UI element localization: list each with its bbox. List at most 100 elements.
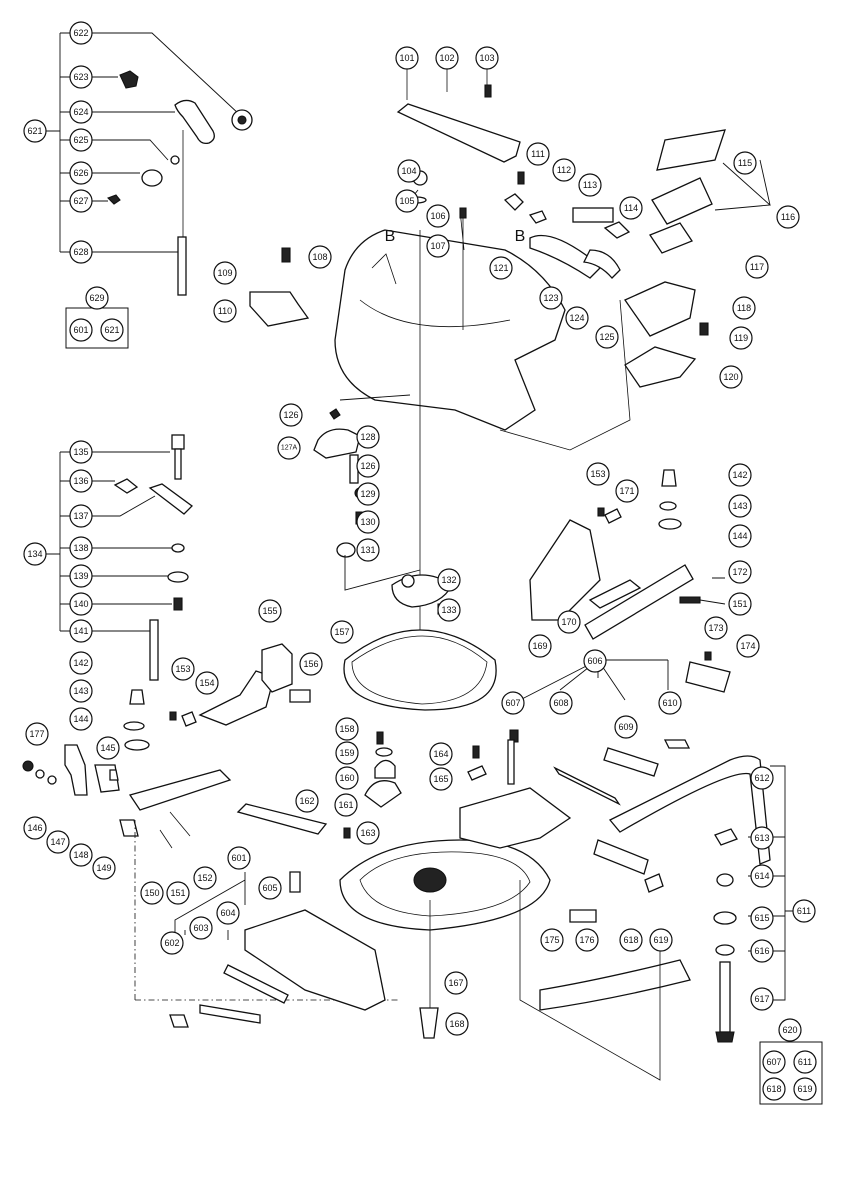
part-number: 175 (544, 935, 559, 945)
part-label-142a: 142 (69, 651, 93, 675)
part-number: 133 (441, 605, 456, 615)
part-label-172: 172 (728, 560, 752, 584)
part-label-603: 603 (189, 916, 213, 940)
part-label-160: 160 (335, 766, 359, 790)
part-number: 152 (197, 873, 212, 883)
part-label-144b: 144 (728, 524, 752, 548)
part-label-615: 615 (750, 906, 774, 930)
part-number: 111 (531, 149, 545, 159)
part-label-132: 132 (437, 568, 461, 592)
part-label-611k: 611 (793, 1050, 817, 1074)
part-number: 108 (312, 252, 327, 262)
part-number: 621 (104, 325, 119, 335)
part-number: 616 (754, 946, 769, 956)
part-number: 154 (199, 678, 214, 688)
part-label-131: 131 (356, 538, 380, 562)
part-label-128: 128 (356, 425, 380, 449)
part-number: 145 (100, 743, 115, 753)
part-label-102: 102 (435, 46, 459, 70)
part-label-123: 123 (539, 286, 563, 310)
part-label-114: 114 (619, 196, 643, 220)
part-label-611: 611 (792, 899, 816, 923)
part-label-607: 607 (501, 691, 525, 715)
part-label-141: 141 (69, 619, 93, 643)
part-number: 156 (303, 659, 318, 669)
part-label-144a: 144 (69, 707, 93, 731)
part-label-143a: 143 (69, 679, 93, 703)
part-number: 126 (360, 461, 375, 471)
part-number: 169 (532, 641, 547, 651)
part-label-162: 162 (295, 789, 319, 813)
part-label-150: 150 (140, 881, 164, 905)
part-number: 153 (590, 469, 605, 479)
part-label-134: 134 (23, 542, 47, 566)
part-label-120: 120 (719, 365, 743, 389)
part-number: 163 (360, 828, 375, 838)
part-number: 167 (448, 978, 463, 988)
part-label-103: 103 (475, 46, 499, 70)
part-number: 162 (299, 796, 314, 806)
part-number: 601 (231, 853, 246, 863)
part-label-604: 604 (216, 901, 240, 925)
part-number: 141 (73, 626, 88, 636)
part-number: 148 (73, 850, 88, 860)
part-number: 160 (339, 773, 354, 783)
part-label-130: 130 (356, 510, 380, 534)
part-number: 621 (27, 126, 42, 136)
part-number: 161 (338, 800, 353, 810)
part-label-169: 169 (528, 634, 552, 658)
part-number: 157 (334, 627, 349, 637)
part-label-626: 626 (69, 161, 93, 185)
part-label-104: 104 (397, 159, 421, 183)
part-number: 153 (175, 664, 190, 674)
part-number: 105 (399, 196, 414, 206)
part-label-154: 154 (195, 671, 219, 695)
part-label-174: 174 (736, 634, 760, 658)
part-label-129: 129 (356, 482, 380, 506)
part-number: 173 (708, 623, 723, 633)
part-label-602: 602 (160, 931, 184, 955)
part-number: 134 (27, 549, 42, 559)
part-label-171: 171 (615, 479, 639, 503)
part-label-157: 157 (330, 620, 354, 644)
part-number: 130 (360, 517, 375, 527)
part-label-177: 177 (25, 722, 49, 746)
part-number: 604 (220, 908, 235, 918)
part-number: 611 (798, 1057, 812, 1067)
part-number: 119 (734, 333, 748, 343)
part-number: 110 (218, 306, 232, 316)
part-label-159: 159 (335, 741, 359, 765)
part-label-627: 627 (69, 189, 93, 213)
part-label-143b: 143 (728, 494, 752, 518)
part-number: 143 (732, 501, 747, 511)
arm-section-group (313, 394, 453, 615)
part-label-608: 608 (549, 691, 573, 715)
part-number: 601 (73, 325, 88, 335)
part-number: 128 (360, 432, 375, 442)
part-number: 138 (73, 543, 88, 553)
part-number: 132 (441, 575, 456, 585)
part-label-121: 121 (489, 256, 513, 280)
part-number: 129 (360, 489, 375, 499)
part-number: 136 (73, 476, 88, 486)
part-label-605: 605 (258, 876, 282, 900)
kit-box-620 (759, 1041, 823, 1105)
part-number: 618 (766, 1084, 781, 1094)
part-label-133: 133 (437, 598, 461, 622)
part-label-601k: 601 (69, 318, 93, 342)
part-number: 140 (73, 599, 88, 609)
part-number: 176 (579, 935, 594, 945)
part-label-145: 145 (96, 736, 120, 760)
part-number: 101 (399, 53, 414, 63)
part-number: 125 (599, 332, 614, 342)
holder-assembly-group (507, 659, 795, 1081)
base-601-group (169, 871, 386, 1028)
part-label-616: 616 (750, 939, 774, 963)
part-number: 116 (781, 212, 795, 222)
part-number: 612 (754, 773, 769, 783)
part-number: 627 (73, 196, 88, 206)
part-label-173: 173 (704, 616, 728, 640)
part-label-105: 105 (395, 189, 419, 213)
part-label-139: 139 (69, 564, 93, 588)
